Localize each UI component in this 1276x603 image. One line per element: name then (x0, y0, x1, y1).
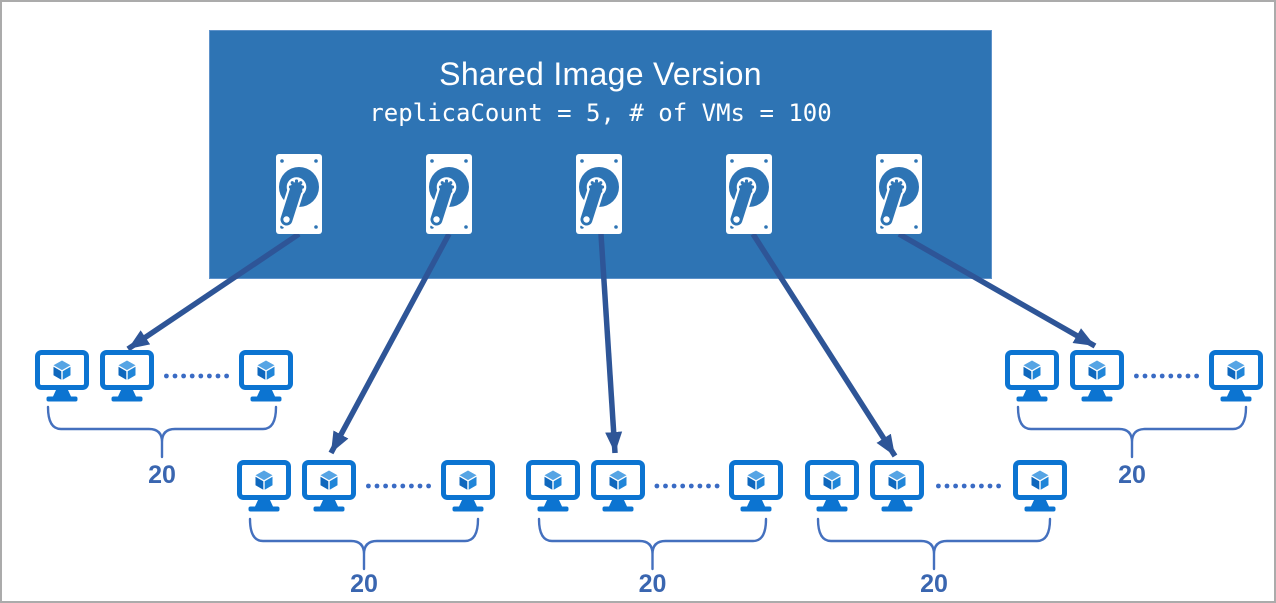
ellipsis-dot (417, 483, 423, 489)
ellipsis-dot (215, 373, 221, 379)
replica-disk-icon (426, 154, 472, 234)
ellipsis-dot (1134, 373, 1139, 379)
ellipsis-dot (426, 483, 431, 489)
vm-icon-svg (1070, 350, 1124, 402)
ellipsis-dot (654, 483, 660, 489)
ellipsis-dot (164, 373, 169, 379)
ellipsis-dot (207, 373, 212, 379)
ellipsis-dot (706, 483, 711, 489)
ellipsis-dot (671, 483, 677, 489)
ellipsis-dot (1159, 373, 1165, 379)
group-brace (537, 517, 768, 571)
group-brace (816, 517, 1052, 571)
vm-icon-svg (805, 460, 859, 512)
disk-icon-svg (576, 154, 622, 234)
vm-icon (441, 460, 495, 512)
disk-icon-svg (876, 154, 922, 234)
vm-icon-svg (237, 460, 291, 512)
ellipsis-dot (172, 373, 178, 379)
ellipsis-dot (391, 483, 397, 489)
vm-icon-svg (1005, 350, 1059, 402)
ellipsis-dot (944, 483, 950, 489)
ellipsis-dot (714, 483, 720, 489)
disk-icon-svg (426, 154, 472, 234)
vm-count-label: 20 (920, 570, 948, 598)
vm-icon-svg (441, 460, 495, 512)
group-brace (46, 405, 278, 459)
ellipsis-dot (680, 483, 686, 489)
ellipsis-dot (953, 483, 958, 489)
disk-icon-svg (726, 154, 772, 234)
replica-disk-icon (726, 154, 772, 234)
box-subtitle: replicaCount = 5, # of VMs = 100 (369, 99, 832, 127)
ellipsis-dot (1142, 373, 1148, 379)
vm-icon-svg (302, 460, 356, 512)
ellipsis-dot (1168, 373, 1174, 379)
vm-icon (239, 350, 293, 402)
vm-icon-svg (239, 350, 293, 402)
disk-icon-svg (276, 154, 322, 234)
ellipsis-dot (224, 373, 230, 379)
ellipsis-dot (979, 483, 984, 489)
ellipsis-dot (366, 483, 371, 489)
vm-icon-svg (1209, 350, 1263, 402)
ellipsis-dot (1177, 373, 1182, 379)
replica-disk-icon (876, 154, 922, 234)
replica-disk-icon (576, 154, 622, 234)
vm-icon-svg (729, 460, 783, 512)
ellipsis-dot (400, 483, 406, 489)
replica-disk-icon (276, 154, 322, 234)
ellipsis-dot (374, 483, 380, 489)
vm-icon (870, 460, 924, 512)
vm-count-label: 20 (1118, 461, 1146, 489)
ellipsis-dot (181, 373, 187, 379)
ellipsis-dot (1194, 373, 1199, 379)
vm-icon-svg (870, 460, 924, 512)
vm-icon (729, 460, 783, 512)
vm-icon (526, 460, 580, 512)
ellipsis-dot (961, 483, 967, 489)
ellipsis-dot (936, 483, 941, 489)
ellipsis-dot (663, 483, 668, 489)
ellipsis-dot (970, 483, 976, 489)
vm-icon-svg (526, 460, 580, 512)
vm-icon (1005, 350, 1059, 402)
vm-count-label: 20 (148, 461, 176, 489)
vm-icon (591, 460, 645, 512)
vm-icon (805, 460, 859, 512)
vm-icon (1070, 350, 1124, 402)
ellipsis-dot (996, 483, 1001, 489)
vm-count-label: 20 (638, 570, 667, 598)
vm-icon-svg (1013, 460, 1067, 512)
ellipsis-dot (987, 483, 993, 489)
ellipsis-dot (1151, 373, 1156, 379)
vm-icon-svg (35, 350, 89, 402)
group-brace (1016, 405, 1248, 459)
ellipsis-dot (383, 483, 388, 489)
group-brace (248, 517, 480, 571)
ellipsis-dot (189, 373, 195, 379)
vm-icon (1209, 350, 1263, 402)
ellipsis-dot (688, 483, 694, 489)
vm-icon (100, 350, 154, 402)
vm-icon (1013, 460, 1067, 512)
box-title: Shared Image Version (439, 56, 762, 92)
ellipsis-dot (697, 483, 703, 489)
ellipsis-dot (1185, 373, 1191, 379)
vm-icon (302, 460, 356, 512)
vm-icon-svg (591, 460, 645, 512)
vm-icon (237, 460, 291, 512)
ellipsis-dot (198, 373, 204, 379)
vm-count-label: 20 (350, 570, 378, 598)
ellipsis-dot (409, 483, 414, 489)
vm-icon (35, 350, 89, 402)
vm-icon-svg (100, 350, 154, 402)
